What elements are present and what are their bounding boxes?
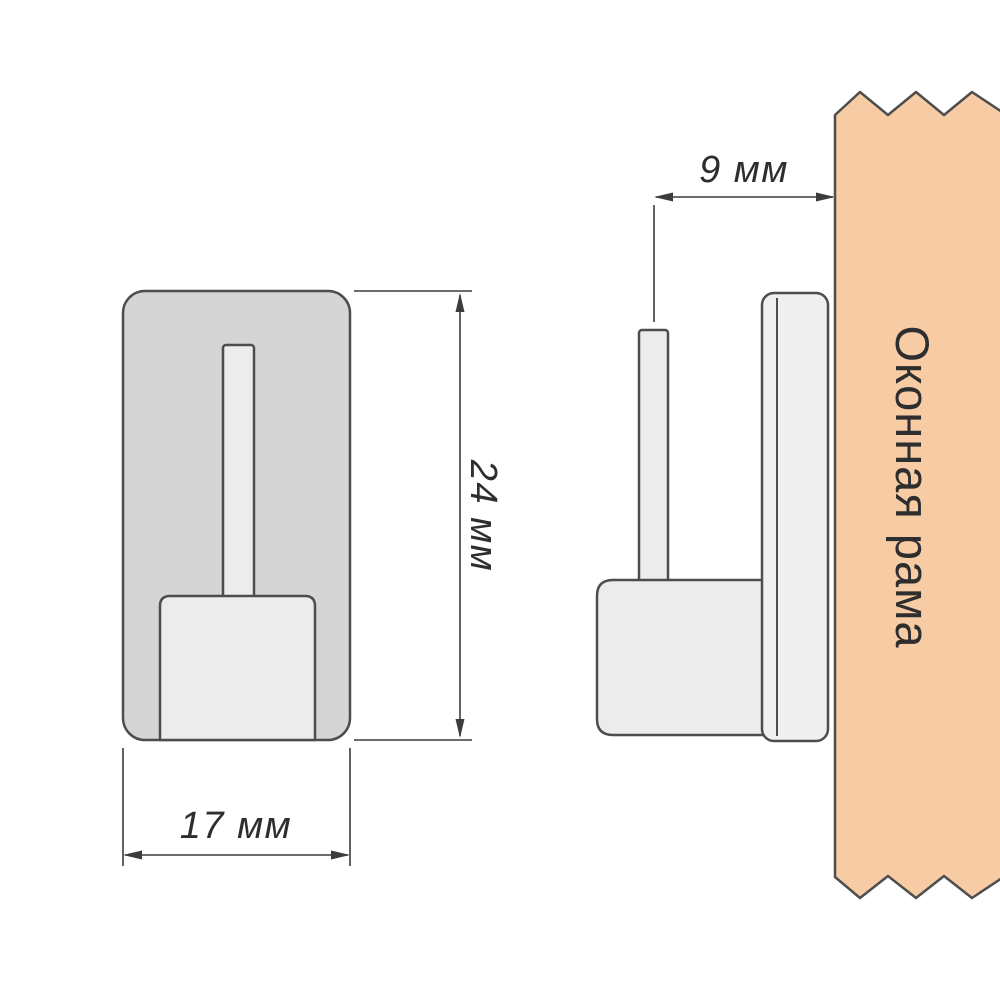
side-body: [595, 578, 765, 737]
front-stem: [221, 343, 256, 605]
arrow-right-icon: [331, 850, 350, 860]
arrow-up-icon: [455, 293, 465, 312]
arrow-left-icon: [654, 192, 673, 202]
dimension-width-label: 17 мм: [180, 805, 292, 847]
dimension-depth: 9 мм: [653, 149, 835, 322]
side-view: [595, 291, 830, 743]
front-foot: [158, 594, 317, 742]
dimension-height: 24 мм: [354, 290, 504, 741]
side-stem: [637, 328, 670, 586]
dimension-depth-label: 9 мм: [699, 149, 789, 191]
front-view: [121, 289, 352, 742]
dimension-height-label: 24 мм: [462, 459, 504, 572]
dimension-width: 17 мм: [122, 748, 351, 866]
arrow-left-icon: [123, 850, 142, 860]
arrow-down-icon: [455, 719, 465, 738]
side-plate: [760, 291, 830, 743]
window-frame-shape: [833, 90, 1000, 900]
arrow-right-icon: [816, 192, 835, 202]
window-frame-strip: Оконная рама: [833, 90, 1000, 900]
window-frame-label: Оконная рама: [886, 325, 939, 648]
